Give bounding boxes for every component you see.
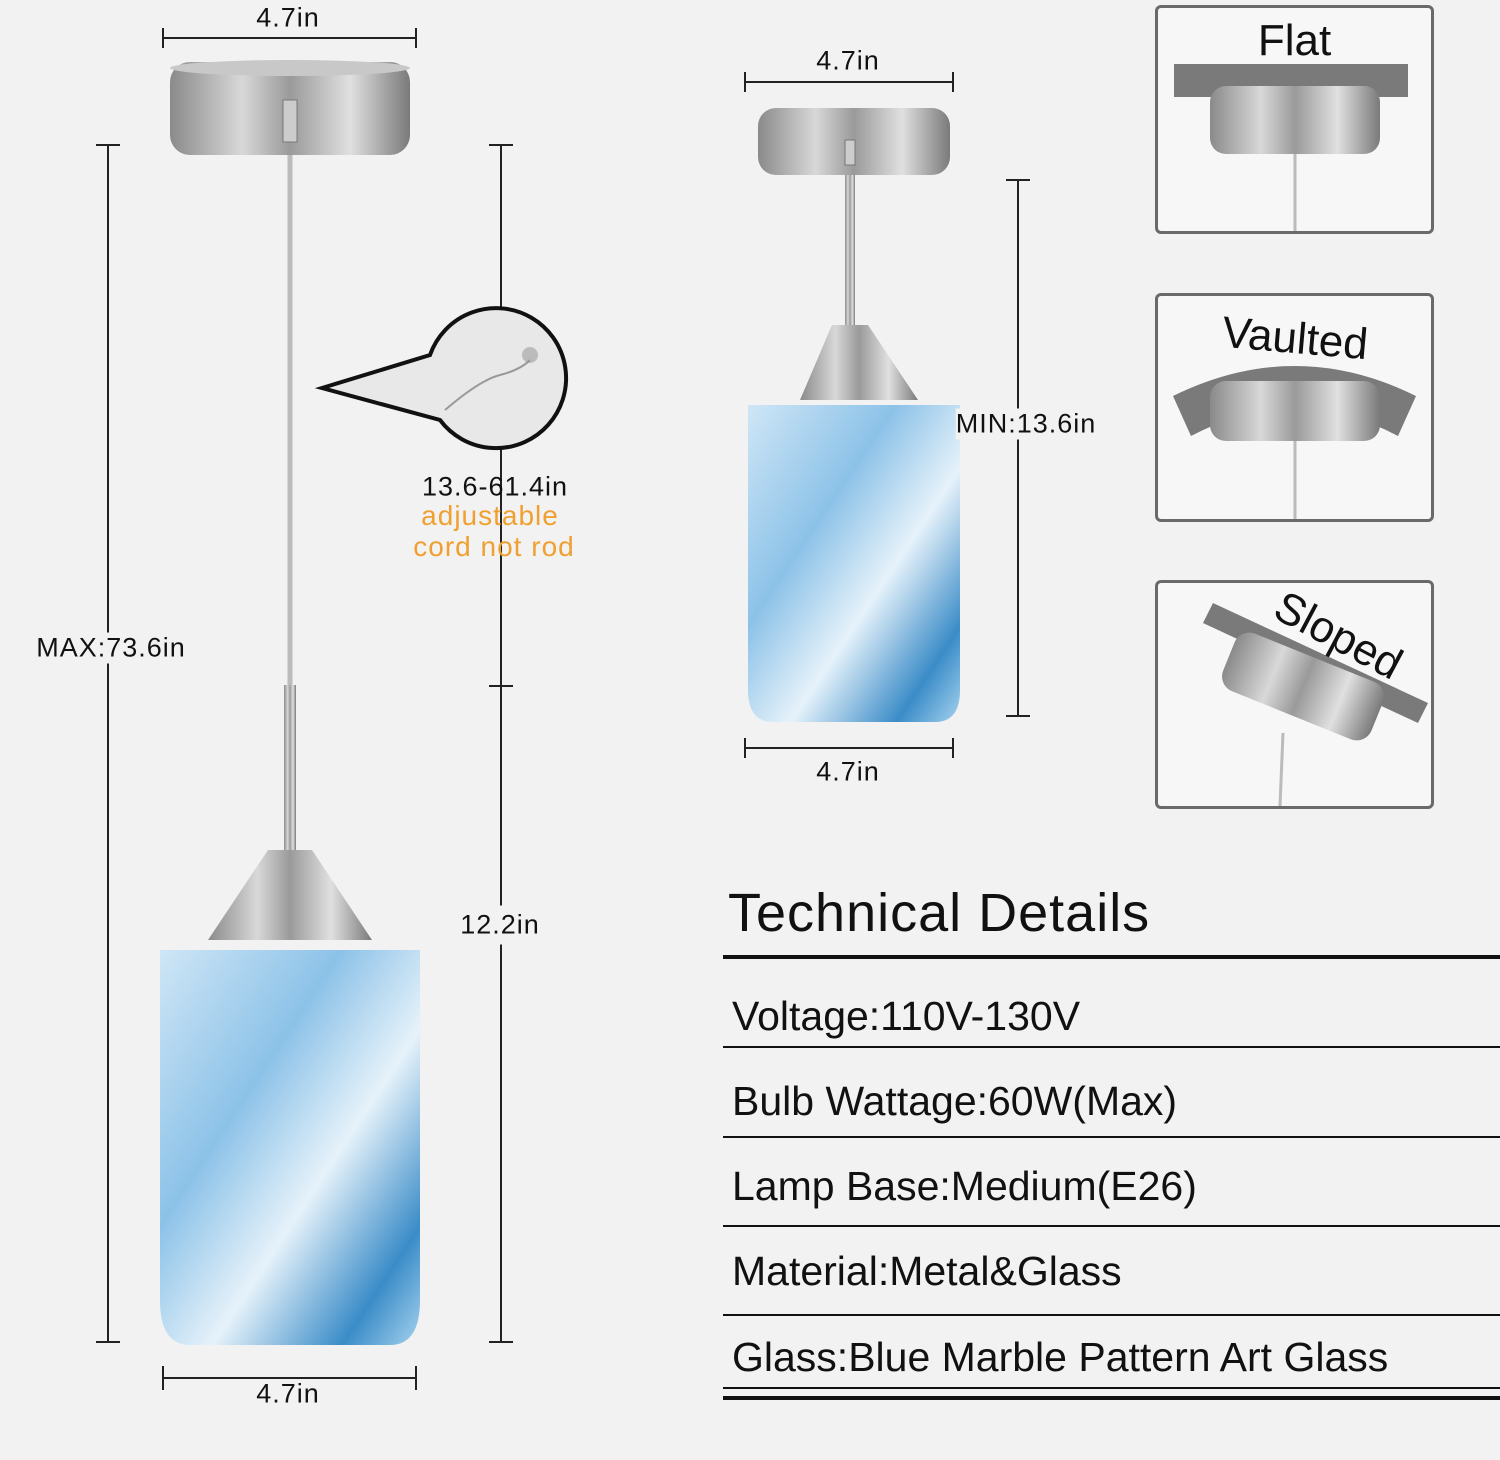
spec-row-wattage: Bulb Wattage:60W(Max) bbox=[732, 1078, 1178, 1124]
mount-sloped-panel: Sloped bbox=[1155, 580, 1434, 809]
cord-note-line2: cord not rod bbox=[413, 531, 575, 562]
divider bbox=[723, 1046, 1500, 1048]
dimension-lines bbox=[96, 28, 1030, 1390]
cord-note-line1: adjustable bbox=[421, 500, 559, 531]
divider bbox=[723, 1225, 1500, 1227]
divider bbox=[723, 1387, 1500, 1389]
mount-vaulted-panel: Vaulted bbox=[1155, 293, 1434, 522]
divider bbox=[723, 1396, 1500, 1400]
shade-height-label: 12.2in bbox=[460, 905, 540, 945]
spec-row-voltage: Voltage:110V-130V bbox=[732, 993, 1081, 1039]
left-bottom-width-label: 4.7in bbox=[256, 1378, 320, 1409]
spec-row-material: Material:Metal&Glass bbox=[732, 1248, 1122, 1294]
technical-details-title: Technical Details bbox=[728, 883, 1151, 943]
divider bbox=[723, 1136, 1500, 1138]
divider bbox=[723, 955, 1500, 959]
min-height-label: MIN:13.6in bbox=[955, 408, 1097, 440]
mount-flat-panel: Flat bbox=[1155, 5, 1434, 234]
cord-range-label: 13.6-61.4in bbox=[421, 471, 569, 502]
left-pendant-lamp bbox=[160, 60, 420, 1345]
left-top-width-label: 4.7in bbox=[256, 2, 320, 33]
mount-label: Flat bbox=[1257, 16, 1332, 65]
max-height-label: MAX:73.6in bbox=[36, 632, 186, 664]
cord-detail-bubble bbox=[314, 306, 569, 451]
divider bbox=[723, 1314, 1500, 1316]
middle-bottom-width-label: 4.7in bbox=[816, 756, 880, 787]
middle-pendant-lamp bbox=[748, 108, 960, 722]
middle-top-width-label: 4.7in bbox=[816, 45, 880, 76]
spec-row-lamp-base: Lamp Base:Medium(E26) bbox=[732, 1163, 1197, 1209]
spec-row-glass: Glass:Blue Marble Pattern Art Glass bbox=[732, 1334, 1389, 1380]
